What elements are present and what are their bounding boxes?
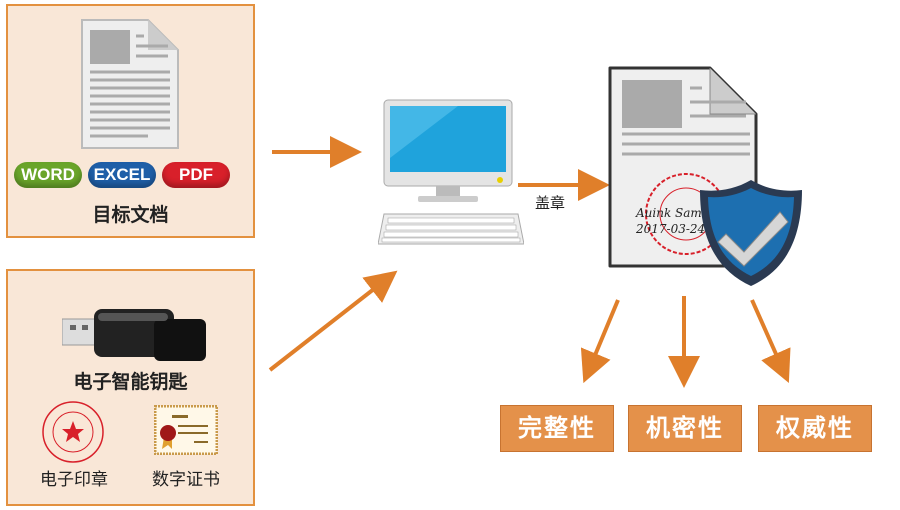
arrow-to-integrity [580,299,620,384]
credentials-title: 电子智能钥匙 [73,371,188,393]
electronic-seal-label: 电子印章 [40,470,108,490]
signature-name: Auink Sam [636,206,702,220]
property-confidentiality: 机密性 [628,405,742,452]
usb-key-icon [62,309,206,361]
document-icon [81,19,179,149]
stamp-step-label: 盖章 [534,194,565,212]
arrow-to-authority [750,299,791,383]
pdf-badge: PDF [162,162,230,188]
credentials-panel: 电子智能钥匙 电子印章 数字证书 [6,269,255,506]
property-integrity: 完整性 [500,405,614,452]
security-shield-check-icon [700,180,802,286]
electronic-seal-icon [42,401,104,463]
target-documents-title: 目标文档 [92,204,169,226]
arrow-key-to-computer [268,270,398,372]
digital-certificate-icon [154,405,218,455]
excel-badge: EXCEL [88,162,156,188]
computer-icon [378,99,524,245]
signature-date: 2017-03-24 [636,222,706,236]
property-authority: 权威性 [758,405,872,452]
word-badge: WORD [14,162,82,188]
digital-certificate-label: 数字证书 [152,470,220,490]
target-documents-panel: WORD EXCEL PDF 目标文档 [6,4,255,238]
